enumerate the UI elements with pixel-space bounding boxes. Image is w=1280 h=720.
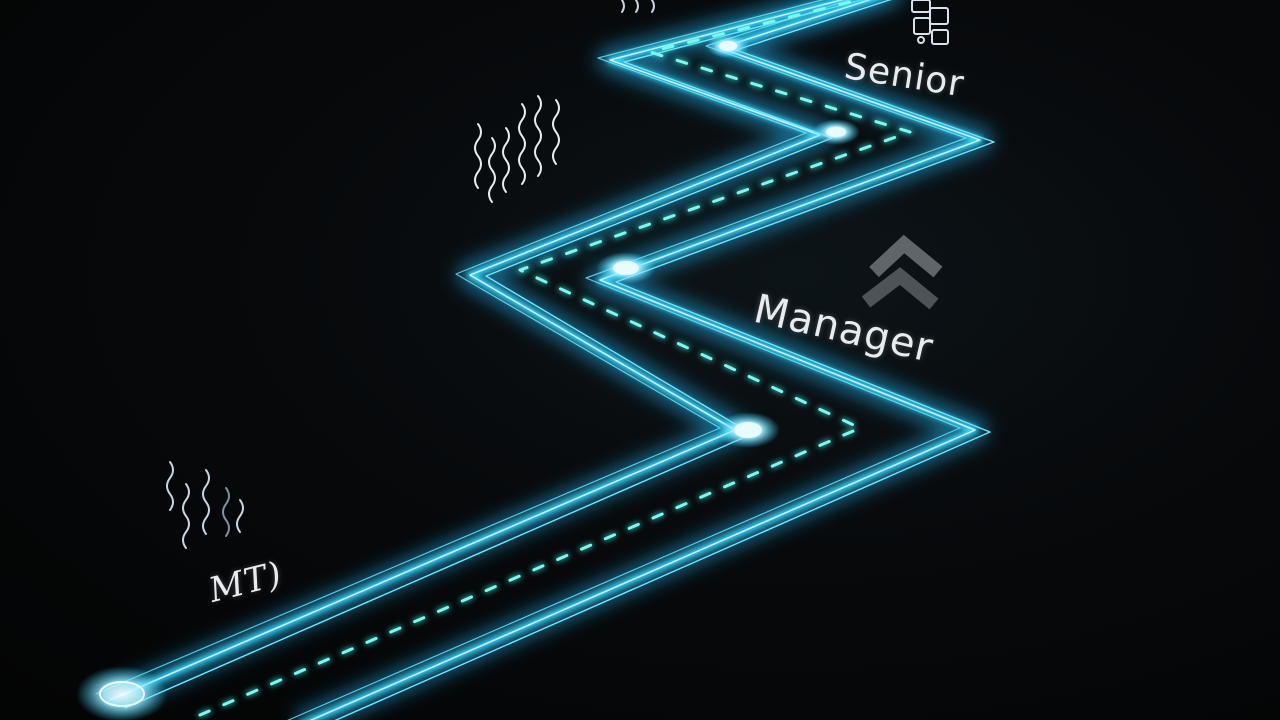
squiggle-doodle-left [166, 461, 244, 549]
puzzle-icon [911, 0, 949, 45]
milestone-node-4 [812, 119, 860, 145]
milestone-node-2 [716, 412, 780, 448]
road-glow [104, 0, 993, 720]
squiggle-doodle-top [621, 0, 655, 13]
road-center-dashes [197, 0, 913, 718]
milestone-node-start [76, 666, 168, 720]
squiggle-doodle-middle [474, 95, 560, 203]
milestone-node-5 [706, 34, 750, 58]
milestone-node-3 [596, 252, 656, 284]
milestone-nodes [76, 34, 860, 720]
road-left-edge [95, 0, 865, 709]
double-chevron-up-icon [861, 232, 946, 322]
